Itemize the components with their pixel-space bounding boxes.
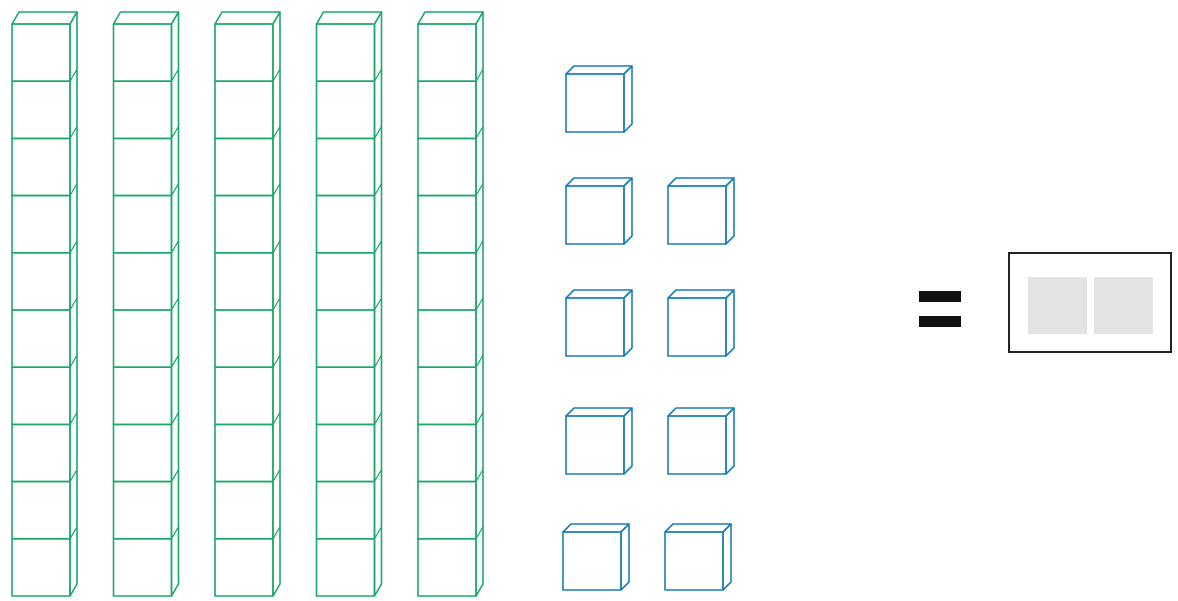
rod-unit bbox=[418, 367, 476, 424]
rod-unit bbox=[215, 81, 273, 138]
rod-unit bbox=[418, 253, 476, 310]
rod-unit bbox=[317, 424, 375, 481]
rod-unit bbox=[317, 310, 375, 367]
ones-cubes bbox=[563, 66, 734, 590]
rod-unit bbox=[317, 196, 375, 253]
rod-unit bbox=[215, 24, 273, 81]
rod-unit bbox=[114, 81, 172, 138]
tens-rod bbox=[317, 12, 382, 596]
answer-tens-slot[interactable] bbox=[1028, 277, 1087, 334]
rod-unit bbox=[114, 482, 172, 539]
rod-unit bbox=[12, 138, 70, 195]
ones-cube bbox=[668, 178, 734, 244]
rod-unit bbox=[418, 138, 476, 195]
equals-bar-top bbox=[919, 291, 961, 302]
ones-cube bbox=[668, 290, 734, 356]
rod-unit bbox=[114, 539, 172, 596]
ones-cube bbox=[563, 524, 629, 590]
ones-cube bbox=[566, 178, 632, 244]
rod-unit bbox=[114, 138, 172, 195]
tens-rod bbox=[215, 12, 280, 596]
rod-unit bbox=[418, 310, 476, 367]
rod-unit bbox=[317, 81, 375, 138]
equals-sign bbox=[919, 291, 961, 327]
rod-unit bbox=[12, 310, 70, 367]
ones-cube bbox=[665, 524, 731, 590]
ones-cube bbox=[668, 408, 734, 474]
rod-unit bbox=[418, 24, 476, 81]
rod-unit bbox=[317, 24, 375, 81]
rod-unit bbox=[215, 310, 273, 367]
rod-unit bbox=[12, 81, 70, 138]
tens-rod bbox=[12, 12, 77, 596]
rod-unit bbox=[114, 24, 172, 81]
rod-unit bbox=[12, 367, 70, 424]
rod-unit bbox=[418, 424, 476, 481]
rod-unit bbox=[418, 196, 476, 253]
rod-unit bbox=[317, 482, 375, 539]
rod-unit bbox=[114, 367, 172, 424]
answer-ones-slot[interactable] bbox=[1094, 277, 1153, 334]
rod-unit bbox=[317, 539, 375, 596]
answer-box[interactable] bbox=[1008, 252, 1172, 353]
ones-cube bbox=[566, 290, 632, 356]
rod-unit bbox=[12, 24, 70, 81]
rod-unit bbox=[114, 424, 172, 481]
rod-unit bbox=[12, 539, 70, 596]
ones-cube bbox=[566, 66, 632, 132]
rod-unit bbox=[12, 196, 70, 253]
tens-rod bbox=[114, 12, 179, 596]
equals-bar-bottom bbox=[919, 316, 961, 327]
rod-unit bbox=[12, 482, 70, 539]
rod-unit bbox=[418, 482, 476, 539]
rod-unit bbox=[317, 138, 375, 195]
rod-unit bbox=[12, 424, 70, 481]
tens-rods bbox=[12, 12, 483, 596]
tens-rod bbox=[418, 12, 483, 596]
rod-unit bbox=[215, 367, 273, 424]
rod-unit bbox=[114, 310, 172, 367]
rod-unit bbox=[215, 482, 273, 539]
rod-unit bbox=[215, 424, 273, 481]
rod-unit bbox=[215, 196, 273, 253]
ones-cube bbox=[566, 408, 632, 474]
rod-unit bbox=[317, 367, 375, 424]
rod-unit bbox=[418, 539, 476, 596]
rod-unit bbox=[317, 253, 375, 310]
rod-unit bbox=[114, 253, 172, 310]
rod-unit bbox=[215, 253, 273, 310]
rod-unit bbox=[418, 81, 476, 138]
rod-unit bbox=[114, 196, 172, 253]
rod-unit bbox=[215, 138, 273, 195]
rod-unit bbox=[215, 539, 273, 596]
rod-unit bbox=[12, 253, 70, 310]
